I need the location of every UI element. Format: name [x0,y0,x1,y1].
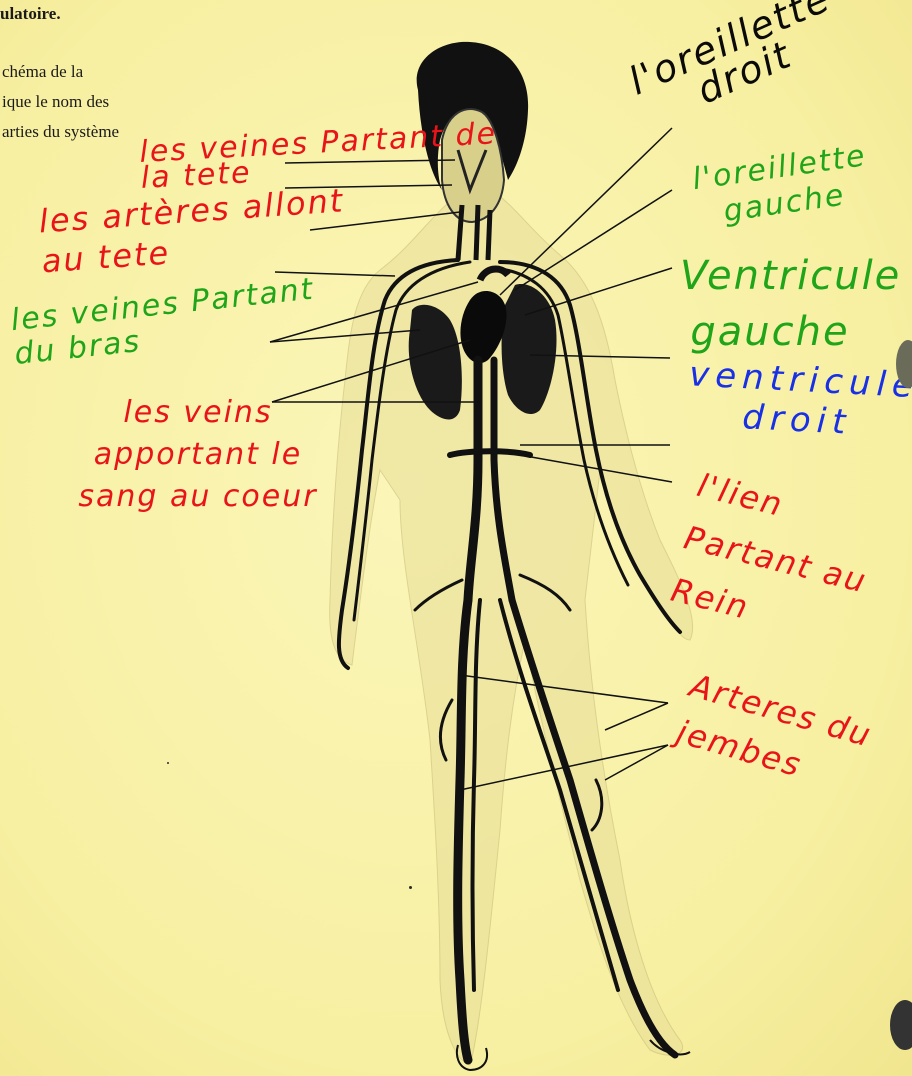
speck [409,886,412,889]
speck [167,762,169,764]
label-veines-coeur: les veins apportant le sang au coeur [78,392,318,518]
label-ventricule-droit: ventricule droit [686,354,910,445]
edge-mark-bottom [890,1000,912,1050]
label-ventricule-gauche: Ventricule gauche [680,248,860,360]
